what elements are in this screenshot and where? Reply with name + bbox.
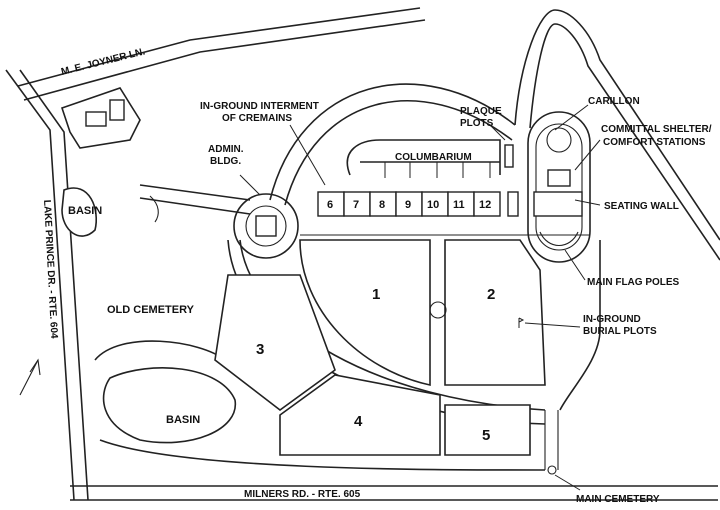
admin-label-2: BLDG.	[210, 156, 241, 167]
admin-building	[60, 87, 141, 149]
plot-8-label: 8	[379, 199, 385, 211]
main-cemetery-label: MAIN CEMETERY	[576, 494, 660, 505]
road-network	[5, 7, 720, 501]
section-3-label: 3	[256, 341, 264, 358]
milners-road-label: MILNERS RD. - RTE. 605	[244, 489, 361, 500]
admin-label-1: ADMIN.	[208, 144, 244, 155]
columbarium-loop	[346, 139, 501, 176]
plot-10-label: 10	[427, 199, 439, 211]
basin-top-label: BASIN	[68, 205, 102, 217]
section-2-label: 2	[487, 286, 495, 303]
leader-lines	[239, 104, 601, 491]
plaque-label-2: PLOTS	[460, 118, 494, 129]
flag-poles-label: MAIN FLAG POLES	[587, 277, 680, 288]
plot-12-label: 12	[479, 199, 491, 211]
cremains-plots	[317, 191, 519, 217]
interment-label-2: OF CREMAINS	[222, 113, 292, 124]
plaque-label-1: PLAQUE	[460, 106, 502, 117]
plot-9-label: 9	[405, 199, 411, 211]
committal-label-2: COMFORT STATIONS	[603, 137, 706, 148]
plaque-plots-marker	[504, 144, 514, 168]
section-2	[444, 239, 546, 386]
columbarium-label: COLUMBARIUM	[395, 152, 472, 163]
basin-bottom-label: BASIN	[166, 414, 200, 426]
committal-label-1: COMMITTAL SHELTER/	[601, 124, 712, 135]
section-1-label: 1	[372, 286, 380, 303]
plot-6-label: 6	[327, 199, 333, 211]
plot-7-label: 7	[353, 199, 359, 211]
admin-roundabout	[233, 193, 299, 259]
plot-11-label: 11	[453, 199, 465, 211]
burial-label-1: IN-GROUND	[583, 314, 641, 325]
carillon-label: CARILLON	[588, 96, 640, 107]
north-arrow-icon	[19, 358, 41, 396]
section-1	[299, 239, 431, 386]
old-cemetery-label: OLD CEMETERY	[107, 304, 195, 316]
joyner-lane-label: M. E. JOYNER LN.	[60, 46, 146, 78]
basin-bottom	[102, 367, 236, 444]
section-4	[279, 374, 441, 456]
section-5-label: 5	[482, 427, 490, 444]
seating-wall-label: SEATING WALL	[604, 201, 679, 212]
carillon-complex	[527, 111, 591, 263]
basin-top	[61, 187, 97, 237]
section-4-label: 4	[354, 413, 363, 430]
center-circle	[429, 301, 447, 319]
section-5	[444, 404, 531, 456]
flag-pole-icon	[518, 317, 525, 328]
interment-label-1: IN-GROUND INTERMENT	[200, 101, 319, 112]
section-3	[214, 274, 336, 411]
burial-label-2: BURIAL PLOTS	[583, 326, 657, 337]
columbarium-posts	[384, 162, 491, 178]
